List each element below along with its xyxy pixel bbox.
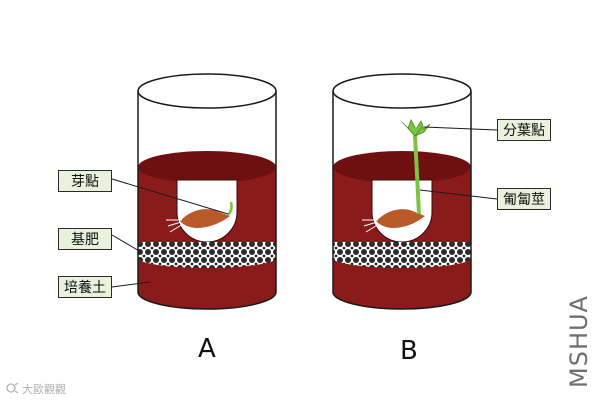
container-b xyxy=(333,74,497,309)
label-bud: 芽點 xyxy=(58,170,112,192)
label-hypocotyl: 匍匐莖 xyxy=(497,188,551,210)
label-base-fertilizer: 基肥 xyxy=(58,228,112,250)
rim-b xyxy=(333,74,471,108)
watermark-icon xyxy=(6,381,20,395)
soil-surface-b xyxy=(333,151,471,183)
leader-cotyledon xyxy=(424,127,497,130)
soil-surface-a xyxy=(138,151,276,183)
leader-fertilizer xyxy=(112,235,141,252)
watermark-logo: 大歐觀觀 xyxy=(6,380,66,396)
panel-letter-a: A xyxy=(198,334,216,364)
label-cotyledon: 分葉點 xyxy=(497,119,551,141)
rim-a xyxy=(138,74,276,108)
panel-letter-b: B xyxy=(400,336,418,366)
side-watermark-text: MSHUA xyxy=(565,295,593,388)
container-a xyxy=(112,74,276,309)
watermark-text: 大歐觀觀 xyxy=(22,381,66,397)
label-culture-soil: 培養土 xyxy=(58,276,112,298)
